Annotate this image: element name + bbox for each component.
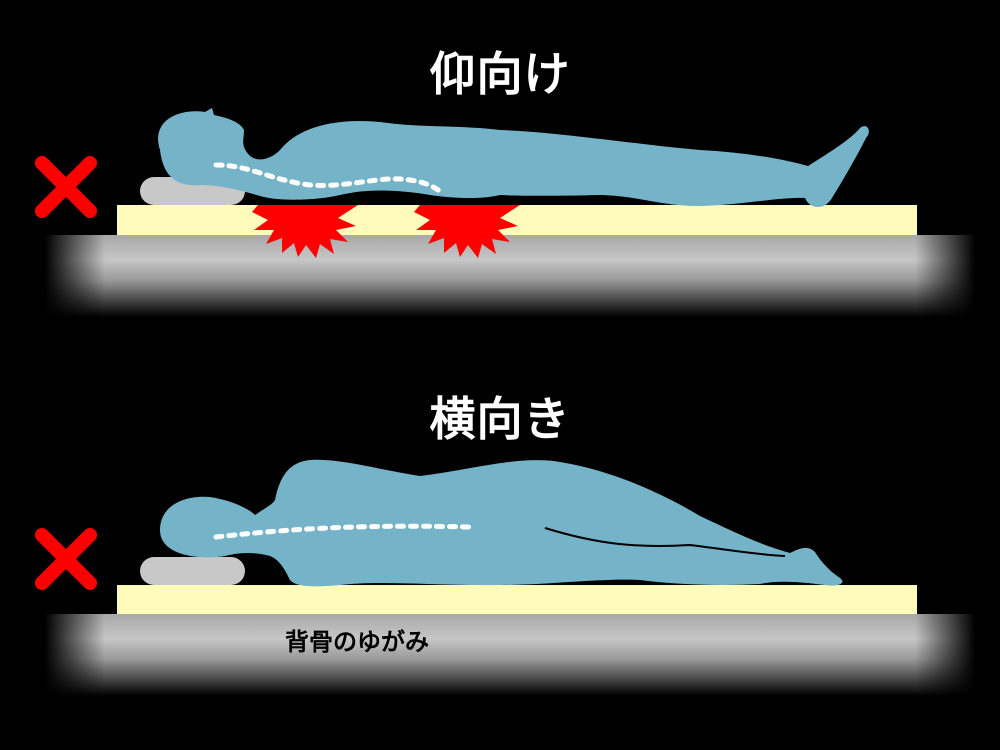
pillow-bottom (140, 557, 245, 585)
pressure-point-shoulders-icon (252, 205, 358, 258)
mattress-top (117, 205, 917, 235)
spine-distortion-label: 背骨のゆがみ (285, 628, 429, 656)
side-lying-title: 横向き (429, 392, 571, 446)
side-lying-body-icon (160, 459, 843, 587)
leg-outline-line (544, 527, 786, 557)
pressure-point-hips-icon (414, 205, 520, 258)
floor-top (45, 235, 975, 317)
x-mark-icon (35, 528, 97, 590)
supine-panel (35, 108, 975, 317)
x-mark-icon (35, 156, 97, 218)
floor-bottom (45, 614, 975, 696)
side-lying-panel (35, 459, 975, 696)
mattress-bottom (117, 585, 917, 614)
supine-title: 仰向け (429, 47, 571, 101)
spine-line-top (213, 162, 445, 196)
supine-body-icon (158, 108, 869, 207)
spine-line-bottom (213, 523, 473, 540)
